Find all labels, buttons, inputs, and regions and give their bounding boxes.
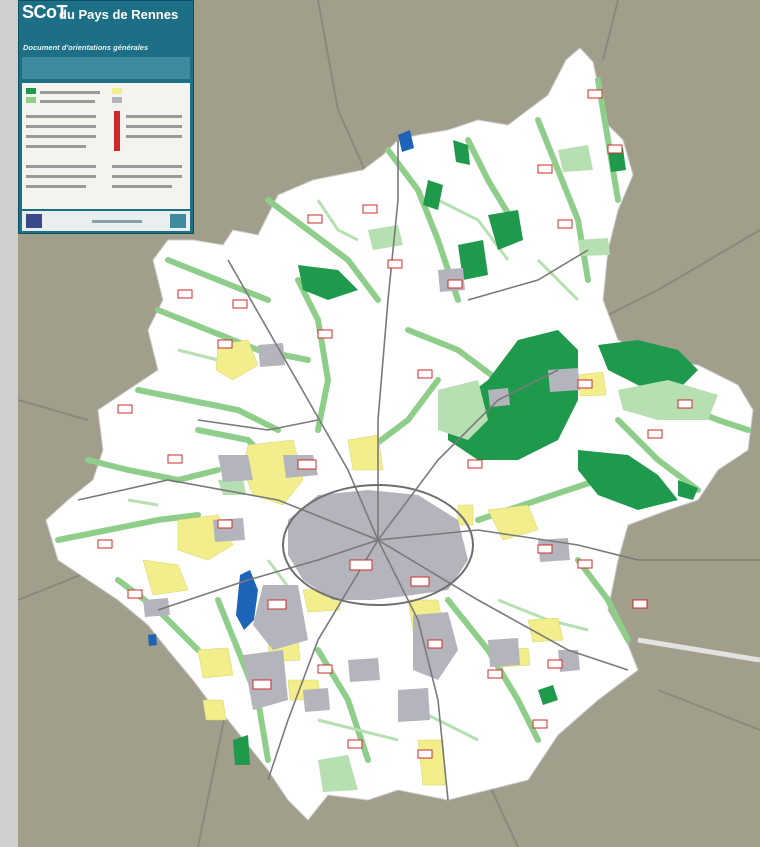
road-network xyxy=(77,140,639,801)
legend-key xyxy=(22,83,190,209)
legend-line xyxy=(26,135,96,138)
legend-line xyxy=(112,185,172,188)
legend-line xyxy=(26,165,96,168)
legend-title-sub: du Pays de Rennes xyxy=(59,7,179,22)
footer-line xyxy=(92,220,142,223)
legend-line xyxy=(26,125,96,128)
legend-line xyxy=(126,135,182,138)
outer-highway xyxy=(637,637,760,663)
map-canvas xyxy=(18,0,760,847)
legend-panel: SCoT du Pays de Rennes Document d'orient… xyxy=(18,0,194,234)
urban-areas xyxy=(143,268,580,722)
ring-road xyxy=(282,484,474,606)
legend-line xyxy=(112,175,182,178)
legend-footer xyxy=(22,211,190,231)
legend-doc-title: Document d'orientations générales xyxy=(23,43,149,52)
legend-line xyxy=(26,115,96,118)
left-scrollbar[interactable] xyxy=(0,0,19,847)
legend-swatch-red xyxy=(114,111,120,151)
legend-title-main: SCoT xyxy=(22,2,68,22)
legend-swatch-urban xyxy=(112,97,122,103)
legend-subheader xyxy=(22,57,190,79)
logo-icon xyxy=(26,214,42,228)
legend-line xyxy=(126,125,182,128)
legend-line xyxy=(112,165,182,168)
legend-swatch-forest xyxy=(26,88,36,94)
legend-line xyxy=(26,185,86,188)
logo-icon xyxy=(170,214,186,228)
commune-markers xyxy=(97,89,693,759)
scot-map xyxy=(18,0,760,847)
legend-line xyxy=(40,100,95,103)
legend-line xyxy=(26,175,96,178)
legend-swatch-yellow xyxy=(112,88,122,94)
legend-line xyxy=(126,115,182,118)
water-bodies xyxy=(148,130,414,646)
legend-line xyxy=(40,91,100,94)
legend-line xyxy=(26,145,86,148)
legend-swatch-green xyxy=(26,97,36,103)
